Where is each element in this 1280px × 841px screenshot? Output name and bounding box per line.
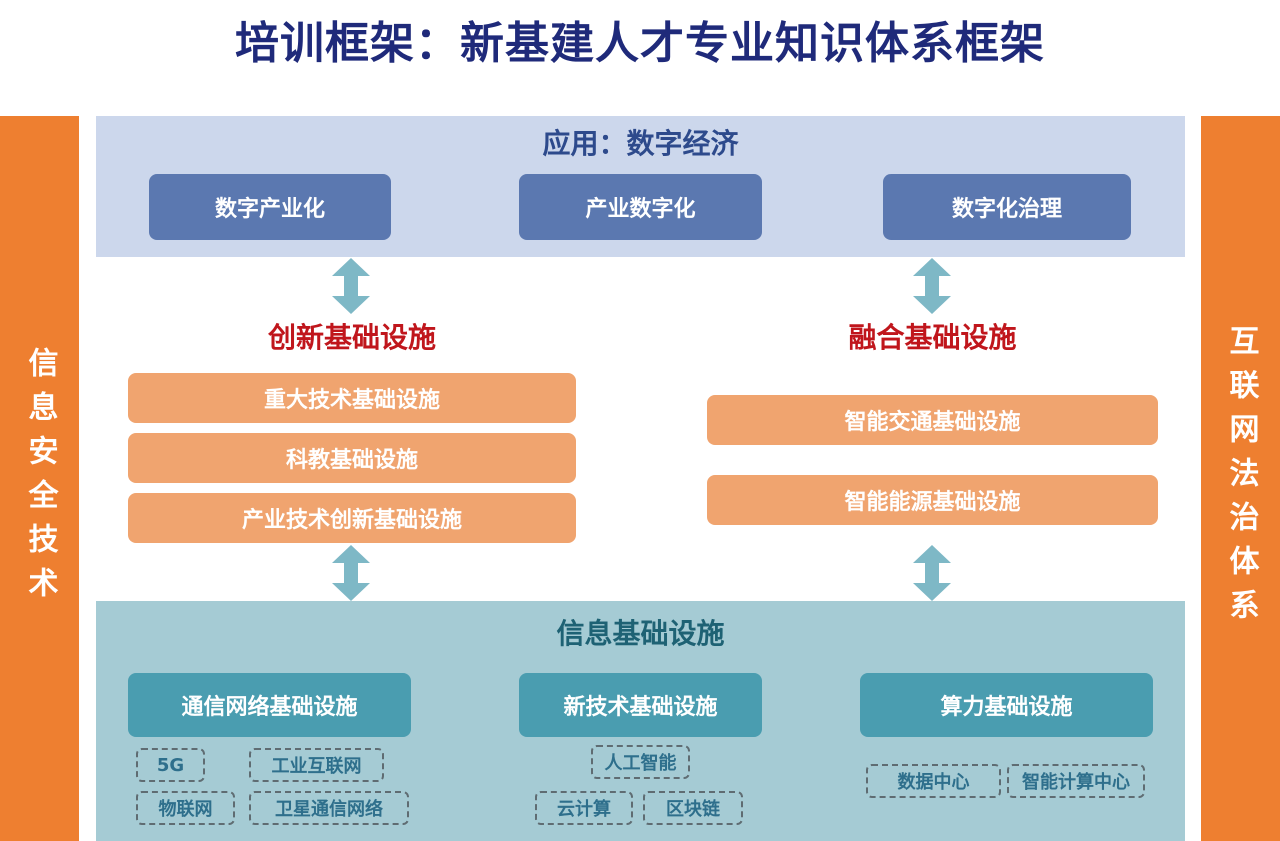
right-sidebar-label: 互联网法治体系 — [1223, 324, 1259, 633]
double-arrow-icon — [332, 545, 370, 601]
innovation-item-major-tech: 重大技术基础设施 — [128, 373, 576, 423]
tag-5g: 5G — [136, 748, 205, 782]
information-group-new-technology: 新技术基础设施 — [519, 673, 762, 737]
left-sidebar: 信息安全技术 — [0, 116, 79, 841]
application-item-digital-governance: 数字化治理 — [883, 174, 1131, 240]
tag-cloud-computing: 云计算 — [535, 791, 633, 825]
tag-intelligent-computing-center: 智能计算中心 — [1007, 764, 1145, 798]
double-arrow-icon — [913, 545, 951, 601]
tag-satellite-network: 卫星通信网络 — [249, 791, 409, 825]
information-group-communication-network: 通信网络基础设施 — [128, 673, 411, 737]
application-title: 应用：数字经济 — [542, 127, 739, 160]
tag-iot: 物联网 — [136, 791, 235, 825]
information-title: 信息基础设施 — [556, 617, 725, 650]
left-sidebar-label: 信息安全技术 — [22, 346, 58, 611]
tag-data-center: 数据中心 — [866, 764, 1001, 798]
page-title: 培训框架：新基建人才专业知识体系框架 — [235, 18, 1045, 69]
innovation-item-industrial-tech: 产业技术创新基础设施 — [128, 493, 576, 543]
tag-industrial-internet: 工业互联网 — [249, 748, 384, 782]
tag-blockchain: 区块链 — [643, 791, 743, 825]
right-sidebar: 互联网法治体系 — [1201, 116, 1280, 841]
fusion-item-smart-energy: 智能能源基础设施 — [707, 475, 1158, 525]
double-arrow-icon — [332, 258, 370, 314]
application-item-digital-industrialization: 数字产业化 — [149, 174, 391, 240]
double-arrow-icon — [913, 258, 951, 314]
fusion-title: 融合基础设施 — [848, 321, 1017, 354]
innovation-title: 创新基础设施 — [267, 321, 436, 354]
innovation-item-science-education: 科教基础设施 — [128, 433, 576, 483]
tag-ai: 人工智能 — [591, 745, 690, 779]
application-item-industrial-digitalization: 产业数字化 — [519, 174, 762, 240]
fusion-item-smart-transport: 智能交通基础设施 — [707, 395, 1158, 445]
information-group-computing-power: 算力基础设施 — [860, 673, 1153, 737]
